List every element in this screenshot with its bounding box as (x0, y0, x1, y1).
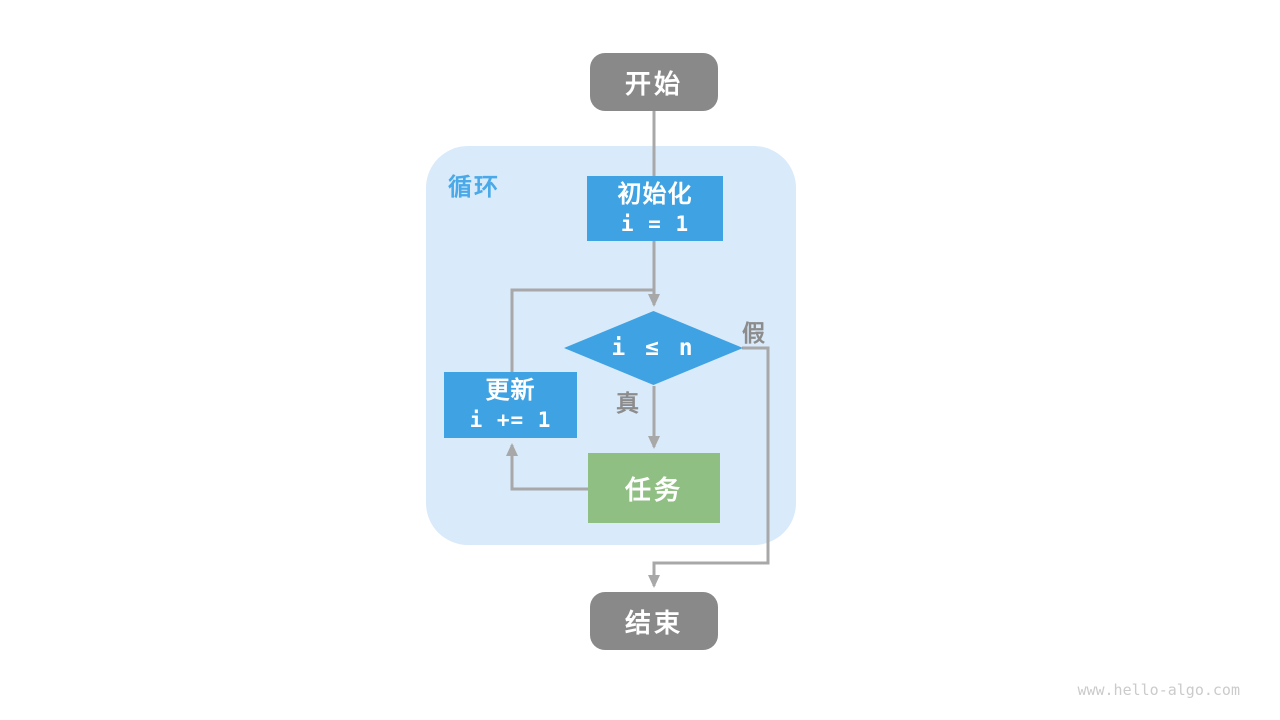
update-node-label: 更新 (485, 377, 536, 404)
start-node: 开始 (590, 53, 718, 111)
loop-region-label: 循环 (448, 174, 500, 201)
end-node-label: 结束 (624, 607, 683, 638)
watermark-text: www.hello-algo.com (1077, 681, 1240, 699)
task-node: 任务 (588, 453, 720, 523)
end-node: 结束 (590, 592, 718, 650)
update-node: 更新 i += 1 (444, 372, 577, 438)
edge-condition-end (648, 346, 770, 588)
task-node-label: 任务 (624, 474, 683, 505)
condition-node-label: i ≤ n (611, 335, 696, 361)
update-node-code: i += 1 (469, 408, 552, 432)
false-branch-label: 假 (742, 320, 765, 346)
edge-task-update (506, 443, 588, 491)
init-node-code: i = 1 (620, 211, 690, 236)
true-branch-label: 真 (616, 390, 639, 416)
start-node-label: 开始 (624, 68, 683, 99)
init-node: 初始化 i = 1 (587, 176, 723, 241)
edge-update-condition (510, 288, 655, 372)
init-node-label: 初始化 (617, 180, 693, 208)
